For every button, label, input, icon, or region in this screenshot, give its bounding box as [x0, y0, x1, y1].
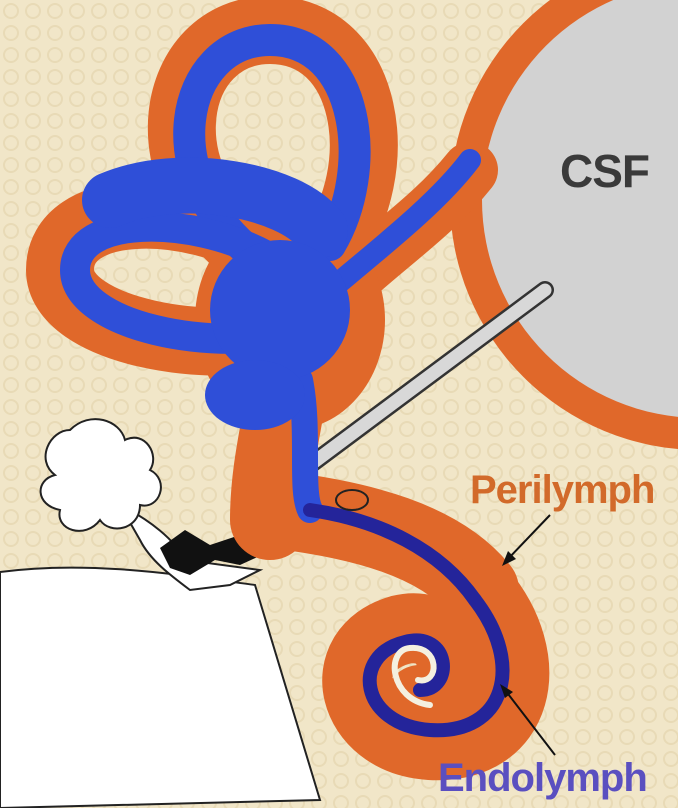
csf-space [482, 0, 678, 417]
cochlea-inner-spiral [391, 644, 437, 708]
middle-ear-bone [0, 566, 322, 808]
utricle [210, 240, 350, 380]
endolymph-pointer [500, 684, 556, 756]
endolymph-labyrinth [60, 24, 510, 738]
oval-window [335, 489, 369, 511]
endolymph-label: Endolymph [438, 756, 648, 800]
perilymph-pointer [502, 514, 551, 566]
stapes-flower [39, 418, 162, 532]
perilymph-label: Perilymph [470, 468, 655, 512]
csf-label: CSF [560, 145, 650, 197]
saccule [205, 360, 305, 430]
ossicle-chain [117, 502, 264, 592]
aqueduct-duct-fill [283, 283, 552, 487]
